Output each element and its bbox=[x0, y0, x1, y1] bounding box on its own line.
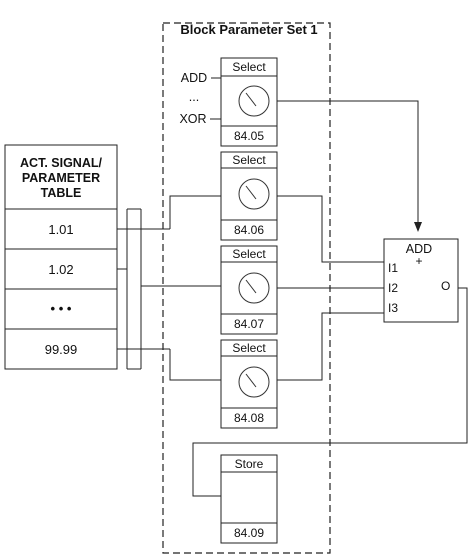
select-block-84-07[interactable]: Select 84.07 bbox=[220, 245, 278, 335]
select-title: Select bbox=[232, 247, 266, 261]
table-row-label: 1.02 bbox=[48, 262, 73, 277]
table-header-line1: ACT. SIGNAL/ bbox=[20, 156, 102, 170]
add-input-2: I2 bbox=[388, 281, 398, 295]
store-param: 84.09 bbox=[234, 526, 264, 540]
store-block-84-09[interactable]: Store 84.09 bbox=[220, 454, 278, 544]
select-param: 84.08 bbox=[234, 411, 264, 425]
store-title: Store bbox=[235, 457, 264, 471]
mode-add-label: ADD bbox=[181, 71, 207, 85]
add-title: ADD bbox=[406, 242, 432, 256]
select-block-84-06[interactable]: Select 84.06 bbox=[220, 151, 278, 241]
table-row[interactable] bbox=[4, 288, 118, 330]
select-title: Select bbox=[232, 341, 266, 355]
selector-output-wires bbox=[277, 100, 422, 381]
block-title: Block Parameter Set 1 bbox=[180, 22, 317, 37]
add-input-3: I3 bbox=[388, 301, 398, 315]
add-block[interactable]: ADD + I1 I2 I3 O bbox=[383, 238, 459, 323]
mode-xor-label: XOR bbox=[179, 112, 206, 126]
table-row-label: 1.01 bbox=[48, 222, 73, 237]
table-row[interactable] bbox=[4, 208, 118, 250]
add-output: O bbox=[441, 279, 450, 293]
table-bus bbox=[117, 208, 221, 370]
select-title: Select bbox=[232, 60, 266, 74]
selector-dial-icon bbox=[238, 272, 270, 304]
table-header-line2: PARAMETER bbox=[22, 171, 100, 185]
selector-dial-icon bbox=[238, 366, 270, 398]
selector-dial-icon bbox=[238, 85, 270, 117]
add-plus: + bbox=[415, 254, 422, 268]
add-input-1: I1 bbox=[388, 261, 398, 275]
selector-dial-icon bbox=[238, 178, 270, 210]
selector-input-wires bbox=[169, 195, 221, 381]
select-param: 84.06 bbox=[234, 223, 264, 237]
select-block-84-05[interactable]: Select 84.05 bbox=[220, 57, 278, 147]
table-header-line3: TABLE bbox=[41, 186, 82, 200]
select-param: 84.07 bbox=[234, 317, 264, 331]
table-row-label: 99.99 bbox=[45, 342, 78, 357]
table-row-label: • • • bbox=[51, 301, 72, 316]
mode-dots-label: ... bbox=[189, 90, 199, 104]
add-output-wire bbox=[192, 287, 468, 497]
select-param: 84.05 bbox=[234, 129, 264, 143]
select-title: Select bbox=[232, 153, 266, 167]
signal-parameter-table: ACT. SIGNAL/ PARAMETER TABLE 1.01 1.02 •… bbox=[4, 144, 118, 370]
select-block-84-08[interactable]: Select 84.08 bbox=[220, 339, 278, 429]
